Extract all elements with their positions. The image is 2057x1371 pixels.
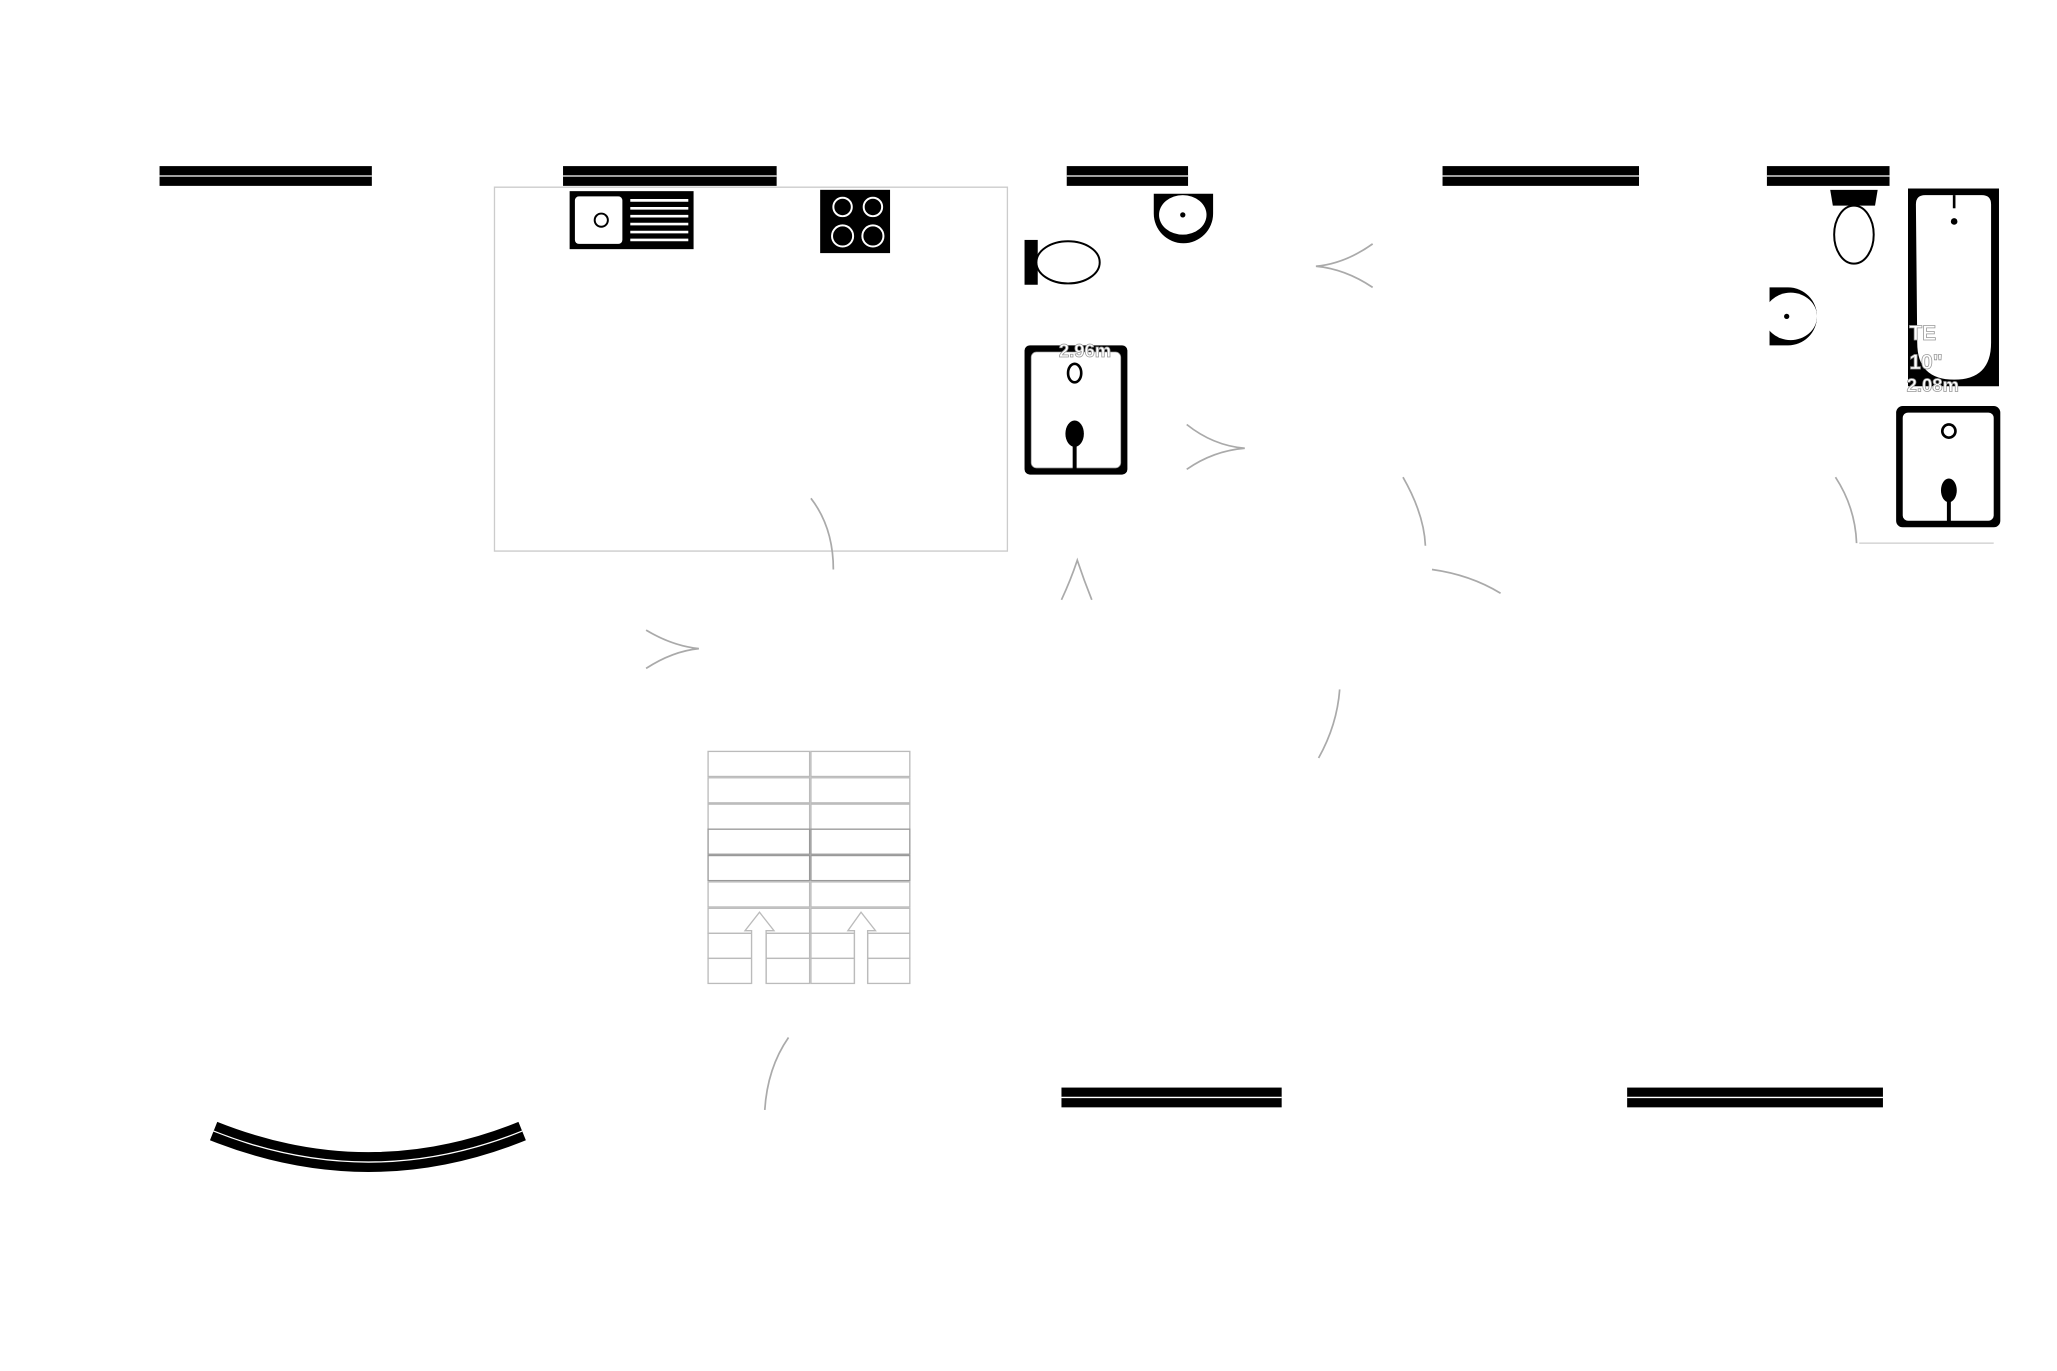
bath-label: TE [1909, 322, 1936, 345]
door-arc [1315, 243, 1374, 289]
shower-icon [1896, 406, 2001, 528]
bath-dimension-label: 2.08m [1907, 375, 1959, 396]
door-arc [645, 629, 699, 670]
staircase [707, 750, 911, 985]
wall-segment [159, 166, 372, 186]
wall-segment [1766, 166, 1890, 186]
hob-icon [820, 189, 891, 254]
sink-icon [569, 191, 694, 250]
door-arc [1431, 568, 1502, 594]
door-arc [1186, 423, 1245, 471]
shower-icon: 2.96m [1024, 340, 1128, 475]
wall-segment [1066, 166, 1189, 186]
door-swings [645, 243, 1858, 1111]
door-arc [1317, 689, 1341, 759]
curved-wall [209, 1121, 526, 1172]
door-arc [810, 497, 835, 570]
door-arc [763, 1036, 790, 1111]
bathroom-right: TE 10" 2.08m [1764, 188, 2001, 544]
door-arc [1402, 476, 1427, 546]
bathroom-left: 2.96m [1024, 193, 1214, 475]
kitchen [493, 186, 1009, 552]
toilet-icon [1024, 239, 1101, 285]
wall-segment [563, 166, 777, 186]
wall-segment [1627, 1087, 1883, 1108]
shower-dimension-label: 2.96m [1059, 340, 1111, 361]
door-arc [1060, 557, 1093, 601]
wall-segment [1061, 1087, 1282, 1108]
toilet-icon [1830, 189, 1878, 265]
arrow-up-icon [743, 911, 776, 984]
walls [159, 166, 1890, 1172]
arrow-up-icon [846, 911, 877, 984]
door-arc [1834, 476, 1858, 544]
basin-icon [1764, 287, 1818, 346]
wall-segment [1442, 166, 1640, 186]
basin-icon [1153, 193, 1214, 244]
bath-inches-label: 10" [1909, 351, 1942, 374]
bath-icon: TE 10" 2.08m [1906, 188, 1999, 396]
